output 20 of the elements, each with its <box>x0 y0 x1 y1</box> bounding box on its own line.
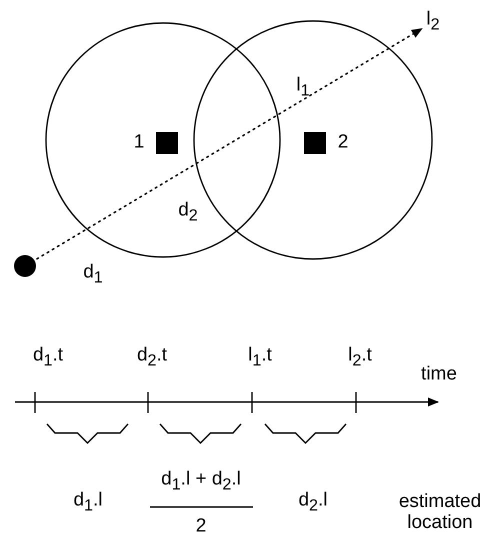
time-label: l$_{2}$.t <box>348 346 372 370</box>
time-label: d$_{1}$.t <box>32 346 64 370</box>
axis-label: time <box>421 364 457 386</box>
time-label: d$_{2}$.t <box>136 346 168 370</box>
axis-label: estimated location <box>398 492 482 534</box>
location-label: d$_{1}$.l <box>73 490 103 516</box>
trajectory-label: d$_{1}$ <box>83 262 103 288</box>
base-station-square <box>156 132 178 154</box>
trajectory-label: l$_{2}$ <box>426 10 440 34</box>
trajectory-label: d$_{2}$ <box>178 200 198 226</box>
start-point-dot <box>14 255 36 277</box>
station-number: 2 <box>338 132 348 154</box>
time-label: l$_{1}$.t <box>248 346 272 370</box>
formula-numerator: d$_{1}$.l + d$_{2}$.l <box>161 470 241 494</box>
base-station-square <box>304 132 326 154</box>
formula-denominator: 2 <box>196 516 206 538</box>
trajectory-arrow <box>36 28 423 260</box>
location-label: d$_{2}$.l <box>298 490 328 516</box>
trajectory-label: l$_{1}$ <box>296 76 310 100</box>
station-number: 1 <box>134 132 144 154</box>
